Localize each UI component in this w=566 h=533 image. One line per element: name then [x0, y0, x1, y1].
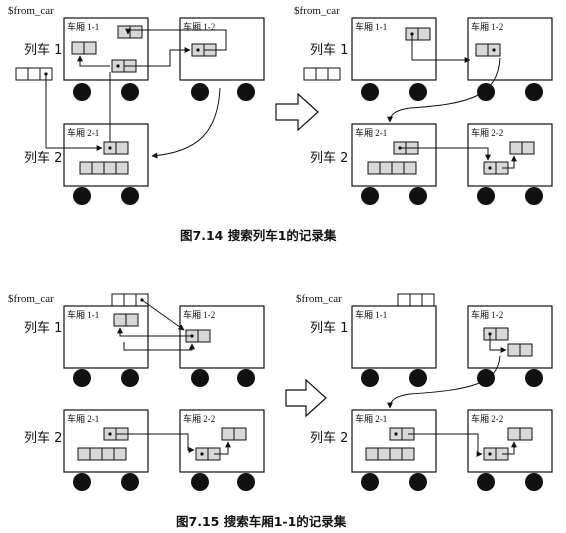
car-2-2-2: 车厢 2-2 — [179, 409, 265, 491]
car-2-2-label-2: 车厢 2-2 — [183, 413, 215, 424]
transition-arrow-1 — [275, 92, 319, 132]
train-1-label-2: 列车 1 — [24, 320, 62, 336]
train-2-label: 列车 2 — [24, 150, 62, 166]
car-2-1-label-r1: 车厢 2-1 — [355, 127, 387, 138]
from-car-pointer-box-r2 — [397, 293, 435, 307]
car-1-1: 车厢 1-1 — [63, 17, 149, 101]
car-2-2-label-r2: 车厢 2-2 — [471, 413, 503, 424]
car-1-1-label-2: 车厢 1-1 — [67, 309, 99, 320]
from-car-label-r1: $from_car — [294, 5, 340, 17]
train-2-label-r1: 列车 2 — [310, 150, 348, 166]
from-car-pointer-box-r1 — [303, 67, 341, 81]
fig-7-14-left-panel: $from_car 列车 1 列车 2 车厢 1-1 车厢 1-2 — [8, 5, 265, 205]
caption-fig-7-14: 图7.14 搜索列车1的记录集 — [180, 228, 337, 243]
train-2-label-2: 列车 2 — [24, 430, 62, 446]
car-1-1-2: 车厢 1-1 — [63, 305, 149, 387]
car-1-1-r2: 车厢 1-1 — [351, 305, 437, 387]
fig-7-15-right-panel: $from_car 列车 1 列车 2 车厢 1-1 车厢 1-2 — [296, 293, 553, 491]
car-2-1-label: 车厢 2-1 — [67, 127, 99, 138]
train-1-label-r2: 列车 1 — [310, 320, 348, 336]
from-car-pointer-box — [15, 67, 53, 81]
car-2-1-label-r2: 车厢 2-1 — [355, 413, 387, 424]
car-1-2-label-2: 车厢 1-2 — [183, 309, 215, 320]
car-2-1: 车厢 2-1 — [63, 123, 149, 205]
car-1-2-label-r1: 车厢 1-2 — [471, 21, 503, 32]
car-2-1-r1: 车厢 2-1 — [351, 123, 437, 205]
train-2-label-r2: 列车 2 — [310, 430, 348, 446]
car-1-2-label-r2: 车厢 1-2 — [471, 309, 503, 320]
train-1-label-r1: 列车 1 — [310, 42, 348, 58]
car-1-1-label: 车厢 1-1 — [67, 21, 99, 32]
from-car-label: $from_car — [8, 5, 54, 17]
car-1-2-2: 车厢 1-2 — [179, 305, 265, 387]
transition-arrow-2 — [285, 378, 327, 418]
train-1-label: 列车 1 — [24, 42, 62, 58]
car-2-1-r2: 车厢 2-1 — [351, 409, 437, 491]
car-2-2-label-r1: 车厢 2-2 — [471, 127, 503, 138]
caption-fig-7-15: 图7.15 搜索车厢1-1的记录集 — [176, 514, 347, 529]
car-2-1-2: 车厢 2-1 — [63, 409, 149, 491]
car-2-2-r1: 车厢 2-2 — [467, 123, 553, 205]
car-1-2: 车厢 1-2 — [117, 17, 265, 101]
fig-7-14-right-panel: $from_car 列车 1 列车 2 车厢 1-1 车厢 1-2 — [294, 5, 553, 205]
car-1-1-label-r1: 车厢 1-1 — [355, 21, 387, 32]
fig-7-15-left-panel: $from_car 列车 1 列车 2 车厢 1-1 车厢 1-2 — [8, 293, 265, 491]
car-1-1-label-r2: 车厢 1-1 — [355, 309, 387, 320]
car-1-2-label: 车厢 1-2 — [183, 21, 215, 32]
car-1-2-r1: 车厢 1-2 — [467, 17, 553, 101]
car-2-2-r2: 车厢 2-2 — [467, 409, 553, 491]
from-car-label-2: $from_car — [8, 293, 54, 305]
car-2-1-label-2: 车厢 2-1 — [67, 413, 99, 424]
car-1-2-r2: 车厢 1-2 — [467, 305, 553, 387]
from-car-label-r2: $from_car — [296, 293, 342, 305]
